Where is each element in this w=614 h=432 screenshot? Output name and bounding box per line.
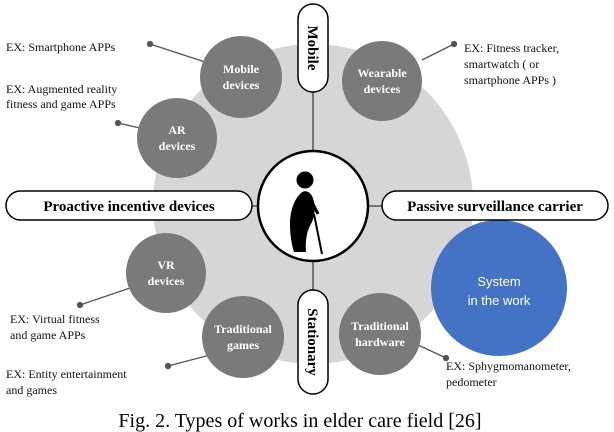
node-circle — [202, 296, 284, 378]
example-ar: EX: Augmented reality fitness and game A… — [6, 82, 117, 111]
example-mobile: EX: Smartphone APPs — [6, 40, 116, 54]
node-label-line2: games — [227, 338, 259, 352]
node-circle — [137, 98, 217, 178]
example-text-line: and games — [6, 383, 57, 397]
example-text-line: smartwatch ( or — [464, 57, 539, 71]
connector-traditional-games — [167, 354, 211, 367]
node-circle — [431, 220, 567, 356]
node-label-line1: System — [477, 274, 520, 289]
example-text-line: EX: Augmented reality — [6, 82, 117, 96]
node-wearable-devices: Wearable devices — [342, 41, 422, 121]
node-label-line1: AR — [168, 123, 186, 137]
node-label-line2: in the work — [468, 293, 531, 308]
center-figure — [256, 149, 370, 263]
node-circle — [126, 233, 206, 313]
axis-pill-mobile: Mobile — [297, 3, 329, 93]
example-text-line: EX: Entity entertainment — [6, 367, 127, 381]
connector-lines — [76, 40, 458, 370]
connector-dot-traditional-hardware — [442, 354, 450, 362]
node-traditional-hardware: Traditional hardware — [339, 293, 421, 375]
node-label-line2: devices — [148, 274, 185, 288]
node-label-line1: Traditional — [351, 319, 409, 333]
pill-label: Proactive incentive devices — [43, 199, 214, 215]
node-label-line1: Mobile — [223, 62, 260, 76]
axis-label-stationary: Stationary — [304, 308, 320, 376]
node-circle — [342, 41, 422, 121]
node-ar-devices: AR devices — [137, 98, 217, 178]
example-vr: EX: Virtual fitness and game APPs — [10, 312, 100, 342]
node-system-in-the-work: System in the work — [431, 220, 567, 356]
example-traditional-hardware: EX: Sphygmomanometer, pedometer — [446, 359, 571, 389]
node-circle — [200, 36, 282, 118]
node-label-line2: devices — [159, 139, 196, 153]
pill-background — [5, 190, 253, 221]
pill-proactive-incentive-devices: Proactive incentive devices — [5, 190, 253, 221]
axis-label-mobile: Mobile — [304, 26, 320, 71]
node-label-line2: devices — [223, 78, 260, 92]
example-text-line: EX: Sphygmomanometer, — [446, 359, 571, 373]
example-text-line: smartphone APPs ) — [464, 73, 556, 87]
elderly-person-walking-icon — [290, 171, 323, 255]
example-traditional-games: EX: Entity entertainment and games — [6, 367, 127, 397]
pill-background — [381, 190, 609, 221]
connector-mobile — [149, 43, 206, 63]
example-text-line: pedometer — [446, 375, 497, 389]
connector-dot-ar — [114, 119, 122, 127]
example-wearable: EX: Fitness tracker, smartwatch ( or sma… — [464, 41, 559, 87]
connector-dot-wearable — [450, 40, 458, 48]
connector-ar — [117, 122, 141, 129]
node-mobile-devices: Mobile devices — [200, 36, 282, 118]
node-label-line1: Wearable — [357, 66, 407, 80]
figure-caption: Fig. 2. Types of works in elder care fie… — [118, 410, 481, 432]
connector-wearable — [421, 43, 455, 61]
node-circle — [339, 293, 421, 375]
example-text-line: and game APPs — [10, 328, 86, 342]
node-label-line2: hardware — [355, 335, 405, 349]
connector-dot-mobile — [146, 40, 154, 48]
example-text-line: fitness and game APPs — [6, 97, 116, 111]
example-text-line: EX: Fitness tracker, — [464, 41, 559, 55]
pill-background — [297, 289, 329, 395]
axis-pill-stationary: Stationary — [297, 289, 329, 395]
connector-vr — [79, 287, 131, 306]
node-label-line1: Traditional — [214, 322, 272, 336]
node-traditional-games: Traditional games — [202, 296, 284, 378]
node-label-line2: devices — [364, 82, 401, 96]
connector-dot-vr — [76, 301, 84, 309]
example-text-line: EX: Virtual fitness — [10, 312, 100, 326]
connector-dot-traditional-games — [164, 362, 172, 370]
pill-passive-surveillance-carrier: Passive surveillance carrier — [381, 190, 609, 221]
node-label-line1: VR — [157, 258, 175, 272]
example-text-line: EX: Smartphone APPs — [6, 40, 116, 54]
node-vr-devices: VR devices — [126, 233, 206, 313]
pill-label: Passive surveillance carrier — [407, 199, 583, 215]
connector-traditional-hardware — [415, 343, 447, 359]
pill-background — [297, 3, 329, 93]
